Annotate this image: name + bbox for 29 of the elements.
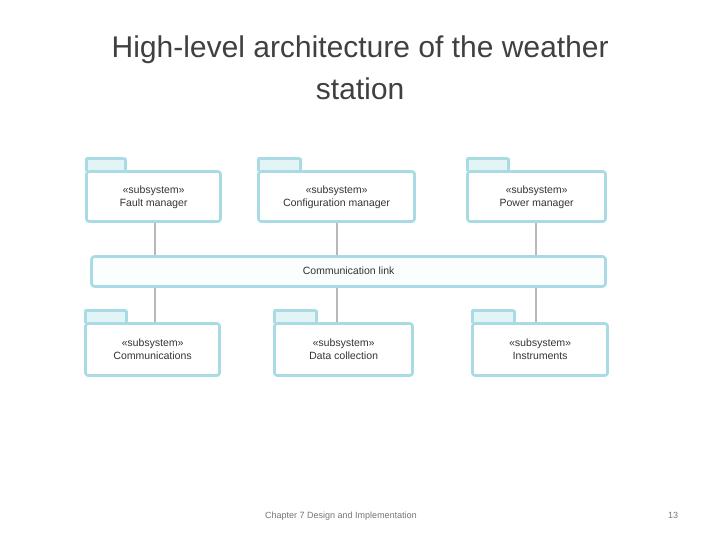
stereotype-label: «subsystem»: [509, 336, 571, 350]
subsystem-name: Configuration manager: [283, 196, 390, 210]
connector-line: [336, 223, 338, 255]
connector-line: [336, 288, 338, 322]
subsystem-package: [85, 157, 222, 223]
subsystem-name: Fault manager: [120, 196, 188, 210]
slide-title: High-level architecture of the weather station: [110, 30, 610, 108]
stereotype-label: «subsystem»: [506, 184, 568, 196]
subsystem-package: [471, 309, 609, 377]
subsystem-name: Communications: [113, 350, 192, 362]
connector-line: [535, 223, 537, 255]
connector-line: [154, 288, 156, 322]
stereotype-label: «subsystem»: [312, 336, 374, 350]
link-label: Communication link: [302, 265, 394, 278]
stereotype-label: «subsystem»: [122, 336, 184, 350]
page-number: 13: [668, 510, 678, 520]
subsystem-name: Power manager: [499, 196, 574, 210]
subsystem-name: Instruments: [512, 350, 568, 362]
subsystem-package: [84, 309, 221, 377]
connector-line: [154, 223, 156, 255]
subsystem-package: [466, 157, 607, 223]
subsystem-name: Data collection: [309, 350, 378, 362]
connector-line: [535, 288, 537, 322]
footer-text: Chapter 7 Design and Implementation: [265, 510, 417, 520]
subsystem-package: [257, 157, 416, 223]
link-bar: [90, 255, 607, 288]
subsystem-package: [273, 309, 414, 377]
stereotype-label: «subsystem»: [306, 184, 368, 196]
stereotype-label: «subsystem»: [122, 184, 184, 196]
